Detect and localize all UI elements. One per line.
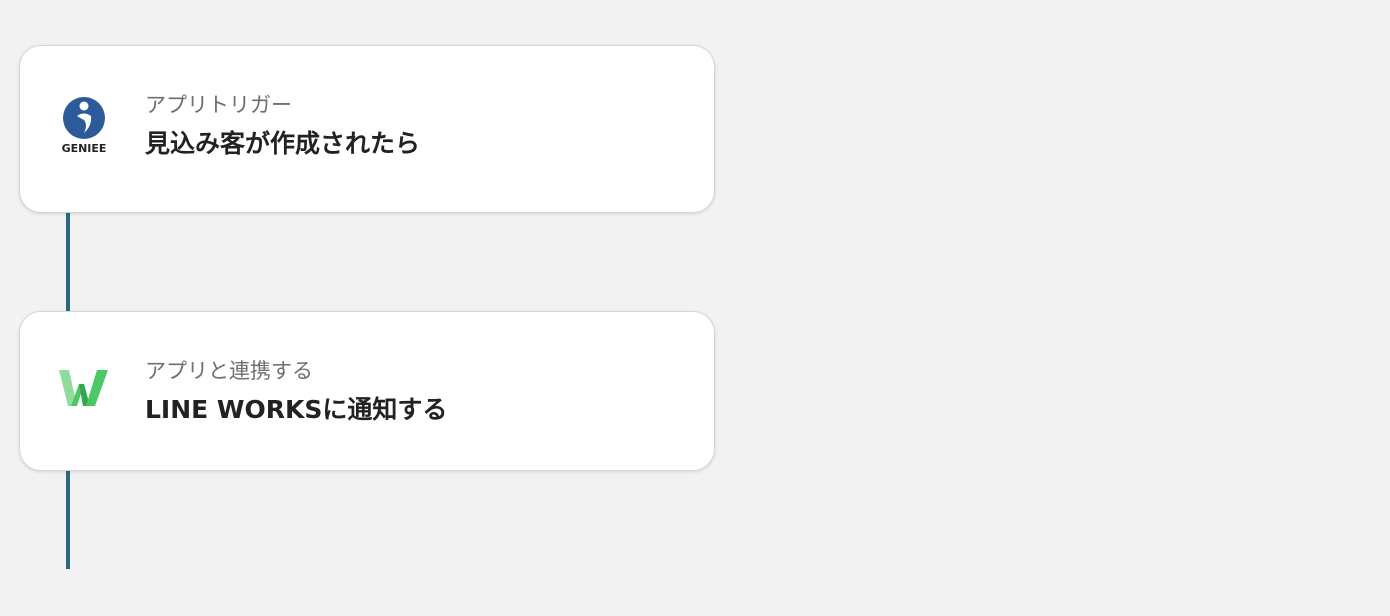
line-works-symbol: [59, 370, 108, 406]
step-text: アプリトリガー 見込み客が作成されたら: [145, 91, 420, 161]
step-type-label: アプリと連携する: [145, 359, 313, 383]
flow-connector: [66, 212, 70, 312]
line-works-logo-icon: [56, 366, 112, 430]
step-title: 見込み客が作成されたら: [145, 129, 421, 158]
step-text: アプリと連携する LINE WORKSに通知する: [145, 357, 447, 427]
geniee-symbol: [63, 97, 105, 139]
geniee-logo-icon: GENIEE: [56, 96, 112, 160]
step-type-label: アプリトリガー: [145, 93, 292, 117]
step-card-trigger[interactable]: GENIEE アプリトリガー 見込み客が作成されたら: [19, 45, 715, 213]
step-card-action[interactable]: アプリと連携する LINE WORKSに通知する: [19, 311, 715, 471]
flow-connector: [66, 470, 70, 569]
logo-caption: GENIEE: [61, 142, 107, 155]
step-title: LINE WORKSに通知する: [145, 395, 448, 424]
